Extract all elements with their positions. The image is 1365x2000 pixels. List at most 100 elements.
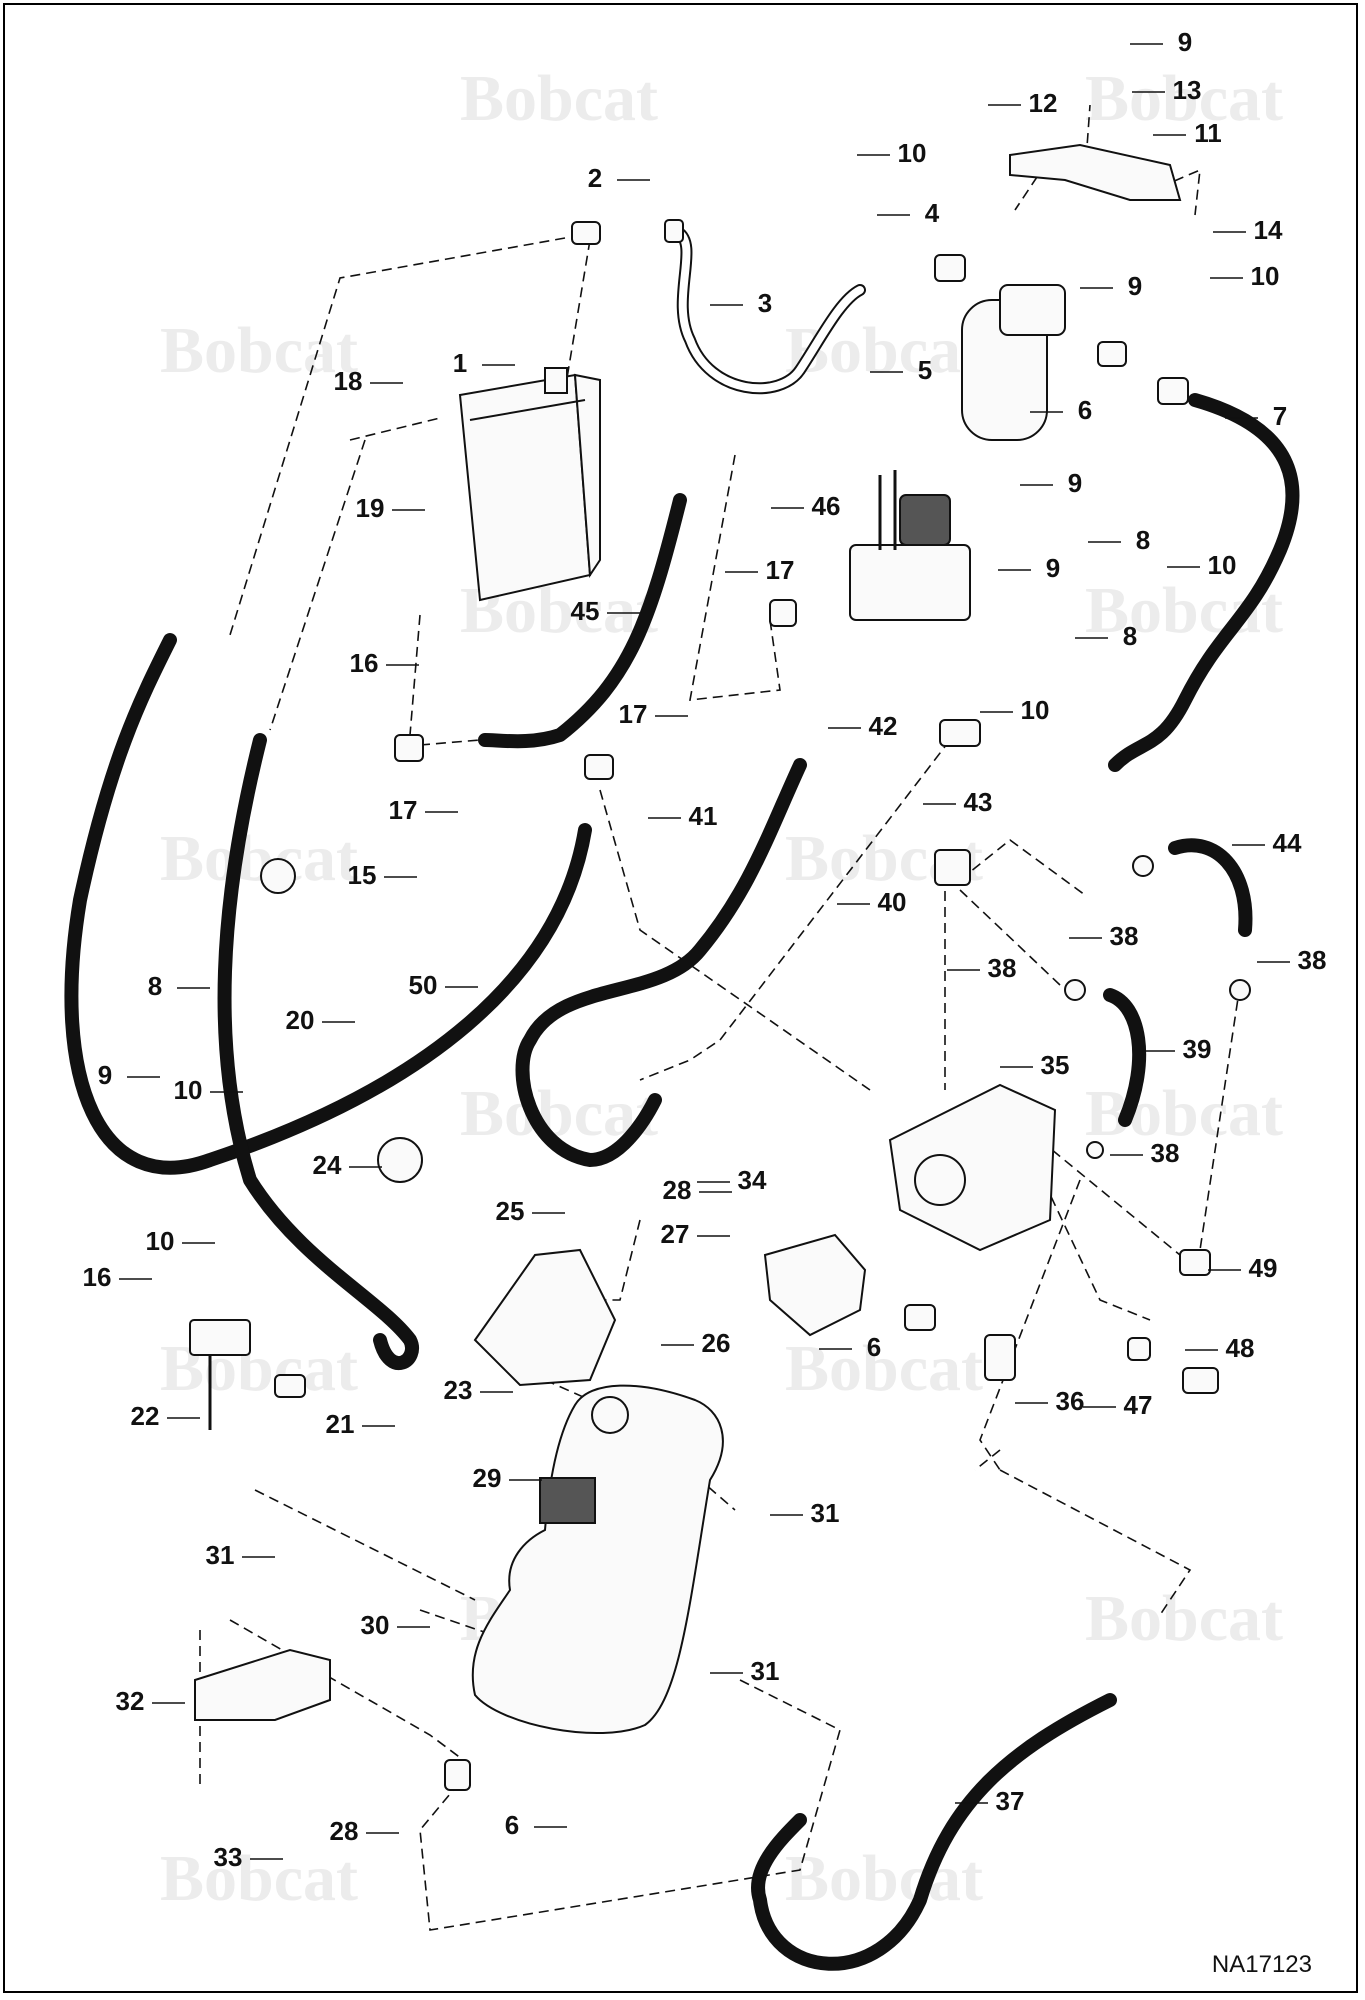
callout-1: 1	[453, 348, 467, 378]
callout-33: 33	[214, 1842, 243, 1872]
hose-41	[515, 758, 807, 1167]
part-24-filler-cap	[377, 1137, 423, 1183]
callout-43: 43	[964, 787, 993, 817]
hose-37	[751, 1693, 1117, 1971]
callout-20: 20	[286, 1005, 315, 1035]
callout-10: 10	[1021, 695, 1050, 725]
bobcat-watermark: Bobcat	[160, 1842, 358, 1915]
callout-16: 16	[83, 1262, 112, 1292]
callout-11: 11	[1194, 118, 1222, 148]
callout-6: 6	[867, 1332, 881, 1362]
callout-2: 2	[588, 163, 602, 193]
part-34-gear-pump	[763, 1233, 867, 1337]
callout-9: 9	[1178, 27, 1192, 57]
callout-6: 6	[1078, 395, 1092, 425]
callout-40: 40	[878, 887, 907, 917]
callout-8: 8	[148, 971, 162, 1001]
hose-7	[1108, 393, 1300, 772]
hose-44	[1168, 838, 1253, 937]
bobcat-watermark: Bobcat	[1085, 1077, 1283, 1150]
callout-39: 39	[1183, 1034, 1212, 1064]
bobcat-watermark: Bobcat	[160, 314, 358, 387]
fittings	[260, 219, 1251, 1791]
callout-3: 3	[758, 288, 772, 318]
callout-10: 10	[174, 1075, 203, 1105]
callout-26: 26	[702, 1328, 731, 1358]
callout-25: 25	[496, 1196, 525, 1226]
part-1-oil-cooler	[458, 367, 601, 602]
callout-32: 32	[116, 1686, 145, 1716]
callout-44: 44	[1273, 828, 1302, 858]
callout-6: 6	[505, 1810, 519, 1840]
callout-31: 31	[811, 1498, 840, 1528]
hose-45	[478, 493, 687, 749]
callout-27: 27	[661, 1219, 690, 1249]
part-29-reservoir-tank	[471, 1384, 724, 1735]
callout-37: 37	[996, 1786, 1025, 1816]
callout-24: 24	[313, 1150, 342, 1180]
callout-21: 21	[326, 1409, 355, 1439]
callout-30: 30	[361, 1610, 390, 1640]
bobcat-watermark: Bobcat	[1085, 1582, 1283, 1655]
drawing-id: NA17123	[1212, 1951, 1312, 1978]
bobcat-watermark: Bobcat	[785, 1842, 983, 1915]
callout-47: 47	[1124, 1390, 1153, 1420]
callout-9: 9	[1046, 553, 1060, 583]
callout-49: 49	[1249, 1253, 1278, 1283]
callout-36: 36	[1056, 1386, 1085, 1416]
callout-35: 35	[1041, 1050, 1070, 1080]
callout-31: 31	[751, 1656, 780, 1686]
callout-8: 8	[1136, 525, 1150, 555]
callout-38: 38	[1151, 1138, 1180, 1168]
callout-41: 41	[689, 801, 718, 831]
callout-14: 14	[1254, 215, 1283, 245]
callout-10: 10	[1251, 261, 1280, 291]
callout-10: 10	[898, 138, 927, 168]
callout-34: 34	[738, 1165, 767, 1195]
bobcat-watermark: Bobcat	[160, 822, 358, 895]
part-35-hydraulic-pump	[888, 1083, 1057, 1252]
callout-46: 46	[812, 491, 841, 521]
callout-9: 9	[1068, 468, 1082, 498]
bobcat-watermark: Bobcat	[460, 62, 658, 135]
bobcat-watermark: Bobcat	[785, 1332, 983, 1405]
callout-45: 45	[571, 596, 600, 626]
callout-28: 28	[330, 1816, 359, 1846]
callout-28: 28	[663, 1175, 692, 1205]
callout-17: 17	[766, 555, 795, 585]
callout-15: 15	[348, 860, 377, 890]
callout-29: 29	[473, 1463, 502, 1493]
hose-20	[217, 733, 419, 1370]
part-32-bracket	[194, 1648, 331, 1721]
hose-39	[1103, 988, 1147, 1127]
part-22-clamp-block	[189, 1319, 251, 1430]
callout-17: 17	[389, 795, 418, 825]
callout-48: 48	[1226, 1333, 1255, 1363]
callout-50: 50	[409, 970, 438, 1000]
callout-38: 38	[1298, 945, 1327, 975]
callout-4: 4	[925, 198, 940, 228]
diagram-frame	[3, 3, 1358, 1993]
callout-38: 38	[1110, 921, 1139, 951]
callout-16: 16	[350, 648, 379, 678]
callout-5: 5	[918, 355, 932, 385]
callout-leaders	[119, 43, 1290, 1860]
tube-3	[672, 226, 866, 395]
hoses	[64, 393, 1300, 1971]
callout-23: 23	[444, 1375, 473, 1405]
callout-7: 7	[1273, 401, 1287, 431]
callout-17: 17	[619, 699, 648, 729]
callout-13: 13	[1173, 75, 1202, 105]
callout-12: 12	[1029, 88, 1058, 118]
part-46-control-valve	[849, 470, 971, 621]
callout-8: 8	[1123, 621, 1137, 651]
callout-19: 19	[356, 493, 385, 523]
callout-38: 38	[988, 953, 1017, 983]
callout-9: 9	[98, 1060, 112, 1090]
callout-22: 22	[131, 1401, 160, 1431]
hose-50	[64, 633, 592, 1175]
callout-10: 10	[1208, 550, 1237, 580]
callout-18: 18	[334, 366, 363, 396]
